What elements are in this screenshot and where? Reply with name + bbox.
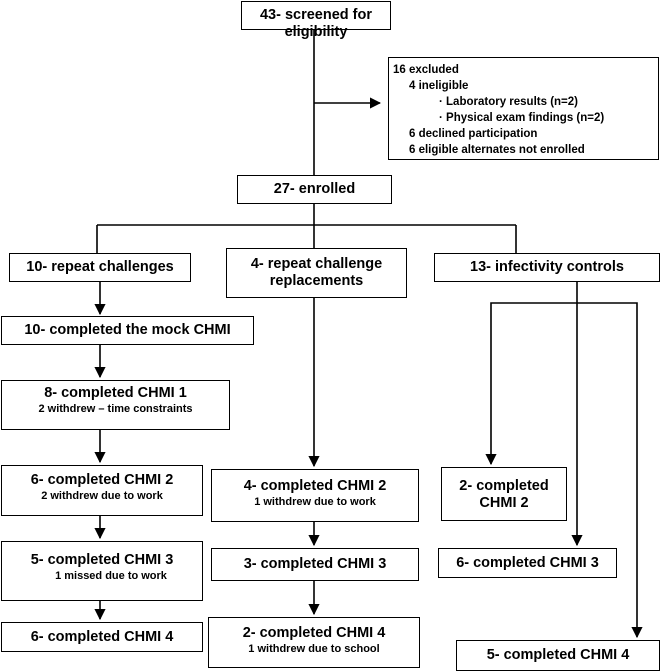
repeat-chmi1-label: 8- completed CHMI 1 <box>44 385 187 401</box>
repeat-chmi4-label: 6- completed CHMI 4 <box>30 629 174 645</box>
repeat-chmi1-note: 2 withdrew – time constraints <box>38 403 193 415</box>
ineligible-count: 4 ineligible <box>409 80 469 92</box>
alternates-count: 6 eligible alternates not enrolled <box>409 144 585 156</box>
repeat-chmi1-box: 8- completed CHMI 1 2 withdrew – time co… <box>1 380 230 430</box>
replacements-chmi4-note: 1 withdrew due to school <box>248 643 380 655</box>
replacements-chmi2-box: 4- completed CHMI 2 1 withdrew due to wo… <box>211 469 419 522</box>
reason-physical-exam: · Physical exam findings (n=2) <box>439 112 605 124</box>
repeat-chmi3-box: 5- completed CHMI 3 1 missed due to work <box>1 541 203 601</box>
screened-box: 43- screened for eligibility <box>241 1 391 40</box>
repeat-chmi3-label: 5- completed CHMI 3 <box>30 552 174 568</box>
controls-chmi4-label: 5- completed CHMI 4 <box>486 647 630 663</box>
replacements-chmi4-label: 2- completed CHMI 4 <box>242 625 386 641</box>
repeat-challenges-label: 10- repeat challenges <box>26 259 174 275</box>
replacements-label-line1: 4- repeat challenge <box>250 256 383 272</box>
replacements-chmi2-label: 4- completed CHMI 2 <box>243 478 387 494</box>
excluded-title: 16 excluded <box>393 64 459 76</box>
replacements-chmi3-box: 3- completed CHMI 3 <box>211 548 419 581</box>
repeat-chmi2-label: 6- completed CHMI 2 <box>30 472 174 488</box>
screened-label: 43- screened for eligibility <box>259 7 373 40</box>
mock-chmi-label: 10- completed the mock CHMI <box>24 322 231 338</box>
repeat-chmi2-box: 6- completed CHMI 2 2 withdrew due to wo… <box>1 465 203 516</box>
replacements-label-line2: replacements <box>269 273 364 289</box>
controls-chmi3-box: 6- completed CHMI 3 <box>438 548 617 578</box>
replacements-chmi4-box: 2- completed CHMI 4 1 withdrew due to sc… <box>208 617 420 668</box>
mock-chmi-box: 10- completed the mock CHMI <box>1 316 254 345</box>
replacements-box: 4- repeat challenge replacements <box>226 248 407 298</box>
repeat-chmi2-note: 2 withdrew due to work <box>41 490 163 502</box>
controls-chmi4-box: 5- completed CHMI 4 <box>456 640 660 671</box>
repeat-challenges-box: 10- repeat challenges <box>9 253 191 282</box>
repeat-chmi4-box: 6- completed CHMI 4 <box>1 622 203 652</box>
enrolled-box: 27- enrolled <box>237 175 392 204</box>
arrow-controls-chmi2 <box>485 302 577 466</box>
controls-chmi2-label-line2: CHMI 2 <box>479 495 529 511</box>
controls-chmi2-box: 2- completed CHMI 2 <box>441 467 567 521</box>
repeat-chmi3-note: 1 missed due to work <box>55 570 167 582</box>
excluded-box: 16 excluded 4 ineligible · Laboratory re… <box>388 57 659 160</box>
infectivity-controls-label: 13- infectivity controls <box>470 259 624 275</box>
reason-laboratory: · Laboratory results (n=2) <box>439 96 578 108</box>
replacements-chmi2-note: 1 withdrew due to work <box>254 496 376 508</box>
arrow-controls-chmi4 <box>577 302 643 639</box>
controls-chmi3-label: 6- completed CHMI 3 <box>456 555 599 571</box>
controls-chmi2-label-line1: 2- completed <box>459 478 549 494</box>
replacements-chmi3-label: 3- completed CHMI 3 <box>243 556 387 572</box>
infectivity-controls-box: 13- infectivity controls <box>434 253 660 282</box>
declined-count: 6 declined participation <box>409 128 538 140</box>
enrolled-label: 27- enrolled <box>273 181 356 197</box>
